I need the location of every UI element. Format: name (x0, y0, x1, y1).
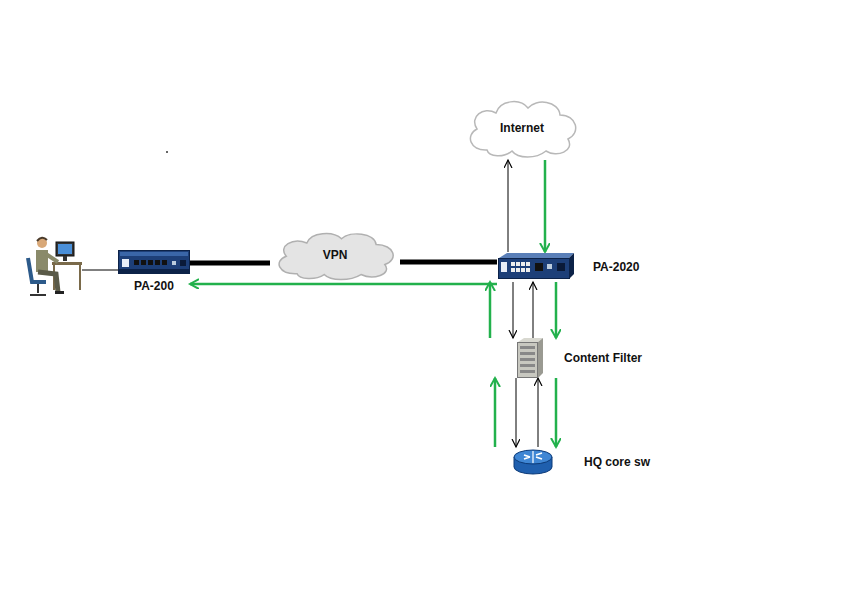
return-traffic-arrow (555, 378, 558, 447)
device-icon (514, 338, 544, 378)
internet-cloud: Internet (462, 95, 582, 160)
node-label: PA-200 (134, 279, 174, 293)
core-switch: HQ core sw (512, 447, 650, 477)
traffic-arrow (400, 260, 497, 265)
node-label: PA-2020 (593, 260, 639, 274)
firewall-device: PA-200 (118, 250, 190, 293)
wire (82, 270, 119, 271)
vpn-cloud: VPN (270, 228, 400, 282)
content-filter-server: Content Filter (514, 338, 642, 378)
user-illustration (28, 238, 82, 295)
traffic-arrow (538, 378, 539, 447)
traffic-arrow (190, 261, 270, 266)
traffic-arrow (516, 378, 517, 447)
firewall-device: PA-2020 (497, 252, 639, 282)
node-label: Internet (500, 121, 544, 135)
traffic-arrow (533, 282, 534, 338)
traffic-arrow (513, 282, 514, 338)
return-traffic-arrow (544, 160, 547, 252)
node-label: HQ core sw (584, 455, 650, 469)
node-label: VPN (323, 248, 348, 262)
traffic-arrow (508, 160, 509, 252)
stray-dot (166, 151, 168, 153)
return-traffic-arrow (489, 282, 492, 338)
device-icon (512, 447, 554, 477)
device-icon (118, 250, 190, 274)
return-traffic-arrow (555, 282, 558, 338)
return-traffic-arrow (494, 378, 497, 447)
node-label: Content Filter (564, 351, 642, 365)
device-icon (497, 252, 575, 282)
return-traffic-arrow (190, 283, 497, 286)
